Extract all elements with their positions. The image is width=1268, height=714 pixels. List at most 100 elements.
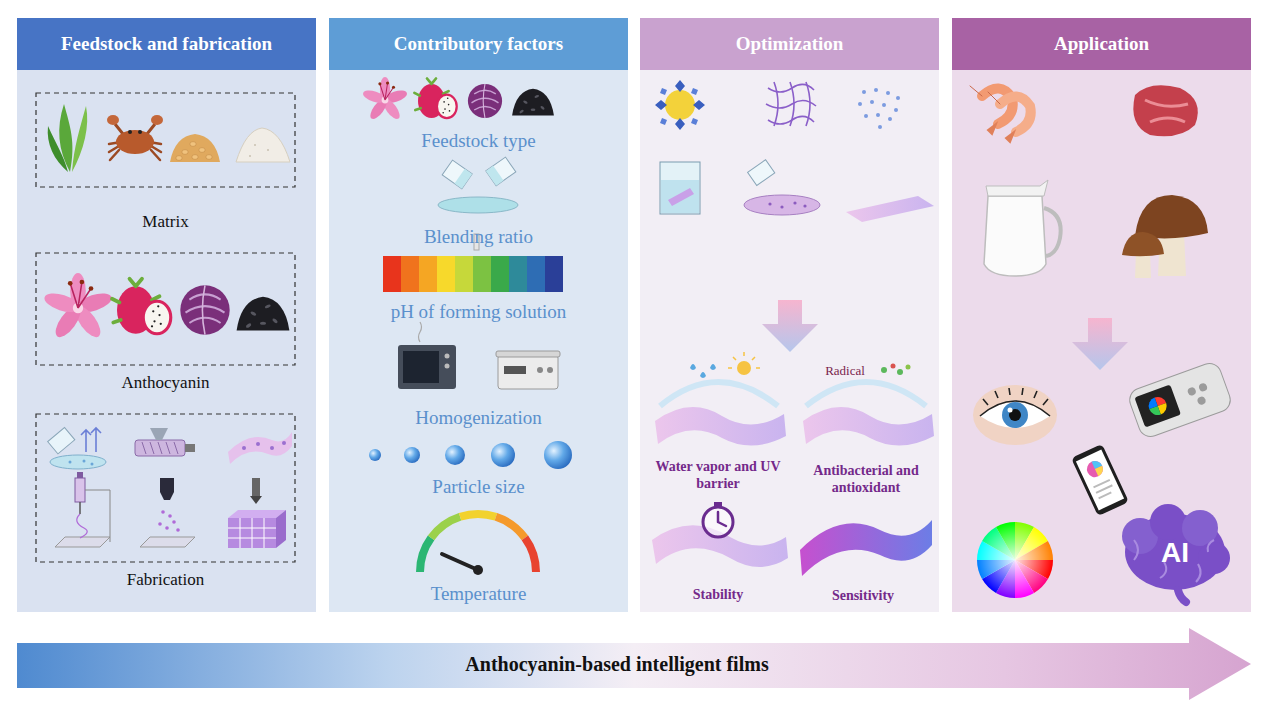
dashed-outline [36,414,295,562]
ph-color-scale [527,256,545,292]
colorimeter-icon [1198,382,1208,392]
meat-icon [1133,85,1198,136]
color-wheel-icon [977,522,1053,598]
printing-icon [228,518,276,548]
active-film-icon [897,369,903,375]
beaker-icon [660,162,700,214]
arrow-outline [17,628,1251,700]
soybean-icon [206,155,212,160]
factor-label: Blending ratio [424,226,533,249]
blending-icon [486,166,504,186]
column-heading: Optimization [736,33,844,56]
extrusion-icon [142,442,178,454]
shrimp-icon [970,86,1000,104]
soybean-icon [176,156,182,161]
ph-color-scale [437,256,455,292]
property-label-holder: Antibacterial and antioxidant [796,463,936,497]
powder-icon [267,149,269,151]
nanoparticle-icon [896,96,900,100]
ph-color-scale [419,256,437,292]
panel-ground [640,18,939,612]
eye-icon [1008,408,1013,413]
mushroom-icon [1122,232,1164,256]
active-film-icon [803,407,934,445]
icon-label-holder: AI [1161,536,1189,570]
temperature-gauge [431,517,460,538]
particle-circles [404,447,420,463]
mof-icon [655,80,705,130]
shrimp-icon [988,124,1014,142]
casting-dish-icon [780,205,783,208]
powder-icon [236,128,290,162]
property-label: Stability [693,587,744,604]
panel-ground [329,18,628,612]
anthocyanin-source-icons [42,273,289,341]
spray-icon [161,510,165,514]
column-heading-holder: Optimization [736,33,844,56]
group-label-holder: Matrix [142,212,188,232]
spray-icon [168,514,172,518]
factor-label-holder: Feedstock type [421,130,536,153]
temperature-gauge [442,554,478,570]
spray-icon [140,478,195,547]
eye-icon [1002,402,1028,428]
phone-icon [1084,458,1105,479]
property-label: Water vapor and UV barrier [648,459,788,493]
factor-label-holder: Blending ratio [424,226,533,249]
panel-ground [952,18,1251,70]
barrier-film-icon [728,352,760,368]
column-panel: Contributory factorsFeedstock typeBlendi… [329,18,628,612]
brain-icon [1150,504,1186,540]
particle-circles [369,449,381,461]
dashed-outline [36,93,295,187]
brain-icon [1122,504,1230,602]
ultrasonic-icon [496,351,560,389]
film-icon [270,446,274,450]
temperature-gauge [420,538,431,572]
shrimp-icon [970,86,1031,142]
ultrasonic-icon [537,367,543,373]
printing-icon [276,510,286,548]
phone-icon [1076,450,1124,511]
electrospinning-icon [55,537,110,547]
spray-icon [165,526,169,530]
nanoparticle-icon [894,108,898,112]
particle-circles [491,443,515,467]
color-wheel-icon [977,522,1053,598]
brain-icon [1178,590,1186,602]
milk-jug-icon [984,196,1046,276]
seaweed-icon [72,106,87,172]
extrusion-icon [135,440,185,456]
particle-circles [369,441,572,469]
flow-arrow [762,300,818,352]
ph-color-scale [509,256,527,292]
printing-icon [228,518,276,548]
icon-label: AI [1161,536,1189,570]
microwave-icon [445,364,450,369]
temperature-gauge [420,514,536,575]
microwave-icon [419,322,422,342]
blending-icon [454,169,472,189]
column-heading: Application [1054,33,1149,56]
casting-dish-icon [748,160,775,186]
factor-label: Temperature [431,583,527,606]
meat-icon [1145,100,1188,122]
property-label: Antibacterial and antioxidant [796,463,936,497]
nanoparticle-icon [876,113,880,117]
powder-icon [254,144,256,146]
crab-icon [151,115,163,125]
active-film-icon [806,382,926,406]
group-label-holder: Anthocyanin [122,373,210,393]
casting-dish-icon [768,202,771,205]
dashed-group-box: Anthocyanin [35,252,296,398]
illustration-label-holder: Radical [825,363,865,379]
column-panel: MatrixAnthocyaninFabricationFeedstock an… [17,18,316,612]
nanoparticle-icon [874,88,878,92]
casting-icon [48,427,106,469]
anthocyanin-source-icons [180,285,229,334]
mushroom-icon [1135,195,1208,238]
blending-icon [442,160,472,189]
ph-color-scale [491,256,509,292]
dried-film-icon [846,196,934,222]
blending-icon [486,157,516,186]
